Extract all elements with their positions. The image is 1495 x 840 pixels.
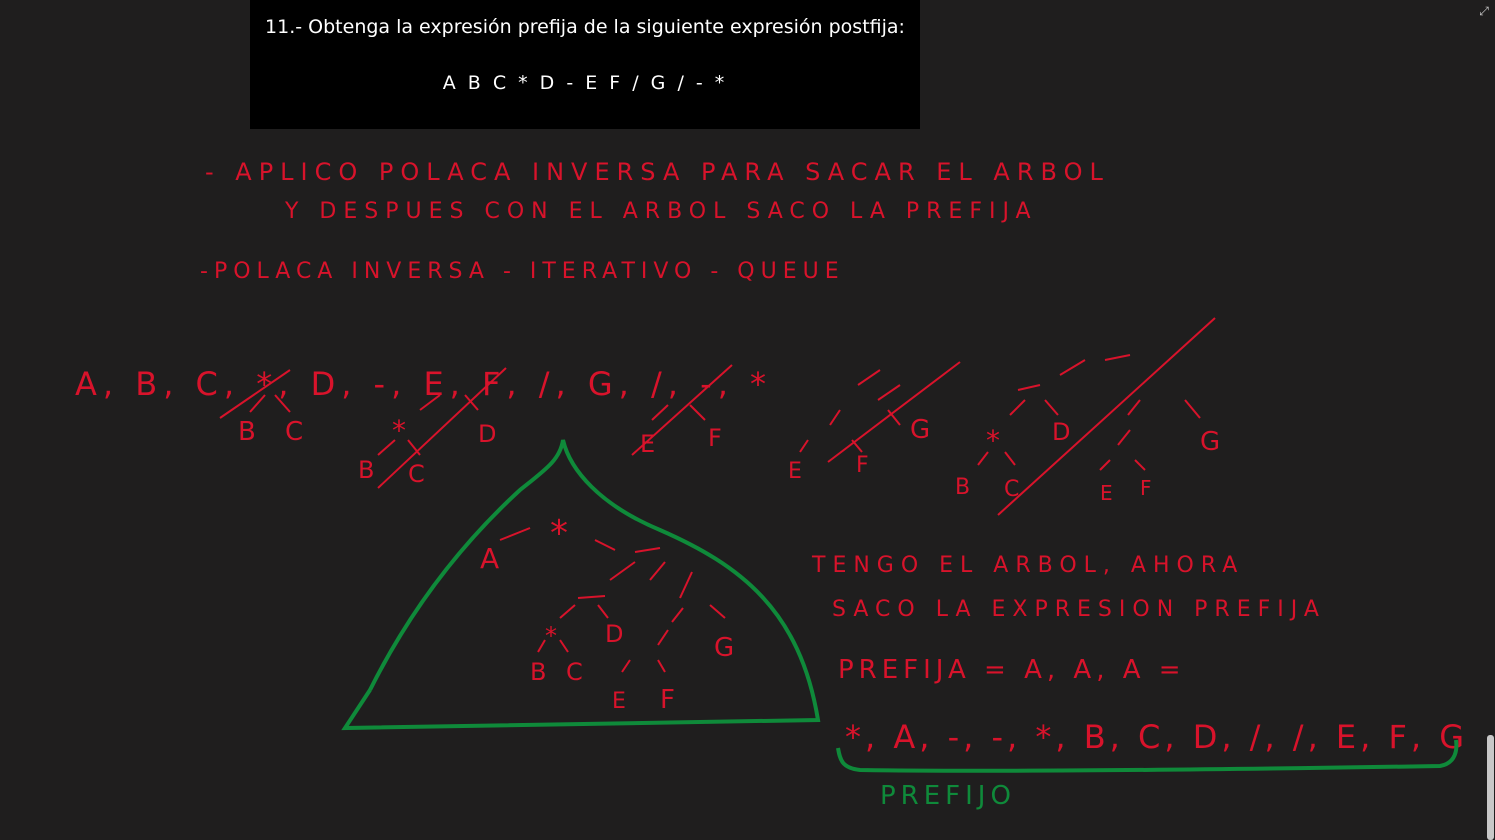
final-B: B: [530, 658, 546, 686]
step5-C: C: [1004, 477, 1019, 502]
note-line-1: - APLICO POLACA INVERSA PARA SACAR EL AR…: [205, 158, 1110, 186]
final-G: G: [714, 633, 734, 663]
step5-D: D: [1052, 418, 1070, 446]
step5-star: *: [986, 424, 1000, 457]
final-tree-edges: [499, 527, 726, 673]
step2-B: B: [358, 456, 374, 484]
tree-outline: [341, 439, 821, 731]
step-tree-4: [799, 361, 961, 463]
scroll-thumb[interactable]: [1487, 735, 1494, 840]
step-tree-5: [977, 317, 1216, 516]
step5-E: E: [1100, 481, 1113, 505]
step-tree-1: [219, 369, 291, 419]
step4-G: G: [910, 415, 930, 445]
final-A: A: [480, 542, 499, 575]
step4-E: E: [788, 459, 802, 484]
step5-B: B: [955, 475, 970, 500]
step2-D: D: [478, 420, 496, 448]
prefix-underline: [836, 739, 1459, 773]
result-line-2: SACO LA EXPRESION PREFIJA: [832, 597, 1326, 622]
result-line-1: TENGO EL ARBOL, AHORA: [811, 553, 1244, 578]
expand-icon[interactable]: ⤢: [1479, 4, 1489, 18]
step5-F: F: [1140, 476, 1152, 500]
prefix-sequence: *, A, -, -, *, B, C, D, /, /, E, F, G: [845, 718, 1468, 756]
handwriting-canvas: - APLICO POLACA INVERSA PARA SACAR EL AR…: [75, 158, 1468, 811]
stack-sequence: A, B, C, *, D, -, E, F, /, G, /, -, *: [75, 365, 772, 403]
step-tree-2: [377, 367, 507, 489]
final-star: *: [550, 513, 568, 554]
step2-star: *: [392, 414, 406, 447]
prefija-equation: PREFIJA = A, A, A =: [838, 655, 1186, 685]
final-C: C: [566, 658, 583, 686]
step2-C: C: [408, 460, 425, 488]
final-D: D: [605, 620, 623, 648]
scrollbar[interactable]: [1486, 30, 1495, 840]
step4-F: F: [856, 453, 869, 478]
step1-B: B: [238, 417, 256, 447]
step1-C: C: [285, 417, 303, 447]
note-line-2: Y DESPUES CON EL ARBOL SACO LA PREFIJA: [284, 199, 1038, 224]
final-star-2: *: [545, 622, 557, 650]
step3-F: F: [708, 424, 722, 452]
step-tree-3: [631, 364, 733, 456]
question-text: 11.- Obtenga la expresión prefija de la …: [265, 16, 905, 38]
step3-E: E: [640, 430, 655, 458]
postfix-expression: A B C * D - E F / G / - *: [442, 72, 728, 94]
question-slide: 11.- Obtenga la expresión prefija de la …: [250, 0, 920, 129]
note-line-3: -POLACA INVERSA - ITERATIVO - QUEUE: [200, 259, 845, 284]
final-E: E: [612, 689, 626, 714]
prefijo-label: PREFIJO: [880, 781, 1016, 811]
step5-G: G: [1200, 427, 1220, 457]
final-F: F: [660, 685, 675, 715]
